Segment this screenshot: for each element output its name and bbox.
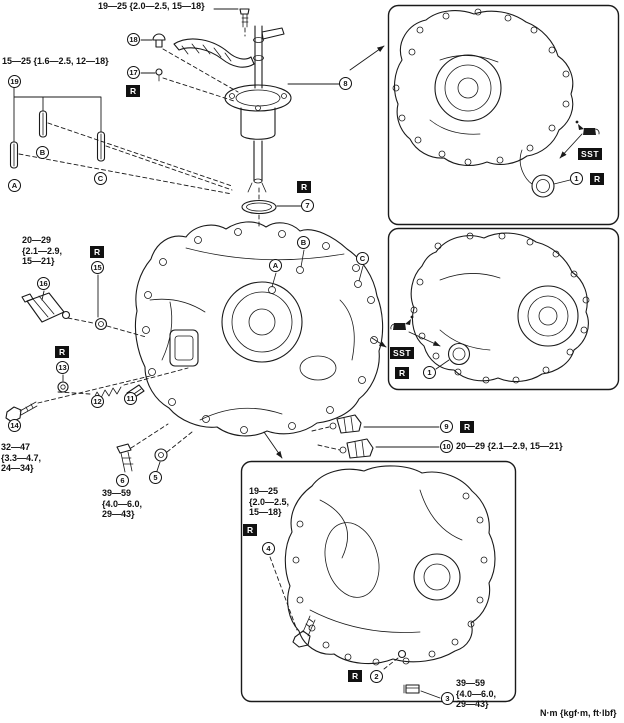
- torque-label-plug-6: 39—59 {4.0—6.0, 29—43}: [102, 488, 143, 519]
- pointer-arrow-top-inset: [349, 45, 385, 71]
- inset-box-top: [387, 4, 620, 226]
- washer-15-part: [94, 274, 108, 331]
- letter-a-pins: A: [8, 179, 21, 192]
- callout-6: 6: [116, 474, 129, 487]
- letter-a-case: A: [269, 259, 282, 272]
- clutch-housing-top-drawing: [392, 8, 600, 198]
- replace-badge-15: R: [90, 246, 105, 258]
- torque-label-bolt-4: 19—25 {2.0—2.5, 15—18}: [249, 486, 290, 517]
- roll-pins-drawing: [9, 87, 233, 195]
- pointer-arrow-bottom-inset: [263, 431, 283, 459]
- bolt-6-part: [116, 423, 169, 473]
- replace-badge-1-top: R: [590, 173, 605, 185]
- roll-pin-b-part: [38, 110, 48, 138]
- letter-c-case: C: [356, 252, 369, 265]
- letter-c-pins: C: [94, 172, 107, 185]
- clutch-housing-mid-drawing: [390, 232, 590, 384]
- torque-label-neutral-switch: 20—29 {2.1—2.9, 15—21}: [22, 235, 63, 266]
- callout-16: 16: [37, 277, 50, 290]
- case-bottom-drawing: [269, 465, 496, 699]
- callout-11: 11: [124, 392, 137, 405]
- switch-9-part: [311, 414, 440, 434]
- callout-13: 13: [56, 361, 69, 374]
- replace-badge-1-mid: R: [395, 367, 410, 379]
- detent-parts-drawing: [5, 367, 189, 423]
- callout-18: 18: [127, 33, 140, 46]
- callout-19: 19: [8, 75, 21, 88]
- callout-3: 3: [441, 692, 454, 705]
- callout-10: 10: [440, 440, 453, 453]
- stud-17-part: [140, 68, 235, 102]
- letter-b-case: B: [297, 236, 310, 249]
- breather-plug-part: [140, 33, 239, 93]
- oring-part: [241, 199, 302, 229]
- oil-icon-top: [575, 120, 600, 135]
- replace-badge-2: R: [348, 670, 363, 682]
- torque-label-switch-10: 20—29 {2.1—2.9, 15—21}: [456, 441, 563, 451]
- torque-label-bolt-14: 32—47 {3.3—4.7, 24—34}: [1, 442, 42, 473]
- roll-pin-a-part: [9, 141, 19, 169]
- callout-1-top-inset: 1: [570, 172, 583, 185]
- inset-box-mid: [387, 227, 620, 391]
- callout-2: 2: [370, 670, 383, 683]
- callout-12: 12: [91, 395, 104, 408]
- detent-spring-part: [92, 386, 122, 401]
- callout-5: 5: [149, 471, 162, 484]
- roll-pin-c-part: [96, 131, 106, 162]
- replace-badge-4: R: [243, 524, 258, 536]
- main-case-drawing: [134, 221, 384, 437]
- shift-lever-part: [173, 38, 255, 68]
- washer-5-part: [154, 431, 193, 472]
- oil-icon-mid: [390, 315, 414, 330]
- callout-1-mid-inset: 1: [423, 366, 436, 379]
- callout-9: 9: [440, 420, 453, 433]
- bolt-4-part: [269, 556, 316, 648]
- pointer-arrow-mid-inset: [371, 337, 387, 348]
- selector-assembly-drawing: [173, 8, 292, 200]
- selector-bolt-part: [239, 8, 250, 15]
- washer-13-part: [57, 381, 69, 393]
- inset-box-bottom: [240, 460, 517, 703]
- callout-4: 4: [262, 542, 275, 555]
- callout-15: 15: [91, 261, 104, 274]
- torque-label-selector-bolt: 19—25 {2.0—2.5, 15—18}: [98, 1, 205, 11]
- torque-label-pins: 15—25 {1.6—2.5, 12—18}: [2, 56, 109, 66]
- replace-badge-7: R: [297, 181, 312, 193]
- oil-seal-mid-part: [447, 342, 471, 366]
- neutral-switch-part: [21, 290, 147, 338]
- callout-14: 14: [8, 419, 21, 432]
- units-note: N·m {kgf·m, ft·lbf}: [540, 708, 617, 718]
- replace-badge-9: R: [460, 421, 475, 433]
- replace-badge-13: R: [55, 346, 70, 358]
- switch-10-part: [317, 438, 440, 459]
- bolt-14-part: [5, 406, 22, 423]
- drain-plug-3-part: [403, 684, 441, 699]
- callout-17: 17: [127, 66, 140, 79]
- replace-badge-17: R: [126, 85, 141, 97]
- callout-8: 8: [339, 77, 352, 90]
- torque-label-plug-3: 39—59 {4.0—6.0, 29—43}: [456, 678, 497, 709]
- plug-2-part: [383, 649, 407, 670]
- selector-base-plate: [224, 84, 292, 112]
- letter-b-pins: B: [36, 146, 49, 159]
- sst-badge-mid: SST: [390, 347, 415, 359]
- callout-7: 7: [301, 199, 314, 212]
- oil-seal-top-part: [531, 174, 555, 198]
- sst-badge-top: SST: [578, 148, 603, 160]
